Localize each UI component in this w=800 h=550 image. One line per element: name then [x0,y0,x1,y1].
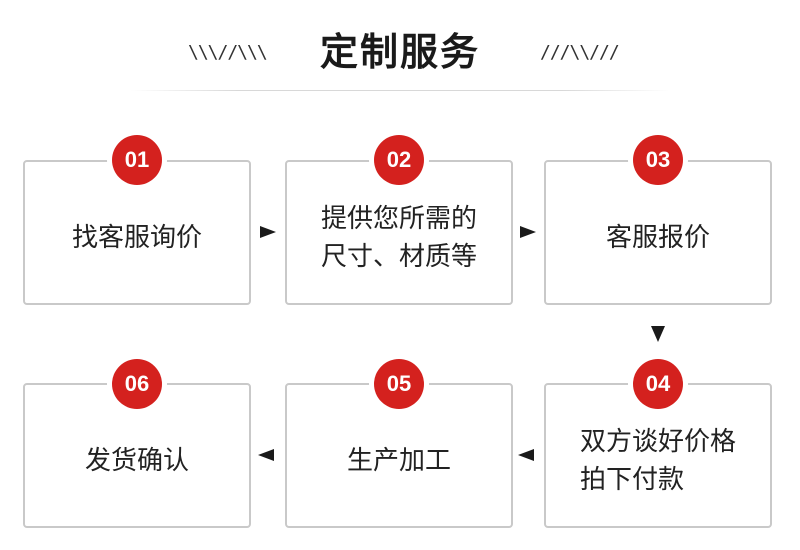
step-3-number-badge: 03 [633,135,683,185]
step-box-5: 生产加工 [285,383,513,528]
step-1-number-badge: 01 [112,135,162,185]
step-box-6: 发货确认 [23,383,251,528]
arrow-right-icon [520,226,536,238]
arrow-down-icon [651,326,665,342]
step-4-text: 双方谈好价格 拍下付款 [580,413,736,499]
step-box-4: 双方谈好价格 拍下付款 [544,383,772,528]
step-2-line1: 提供您所需的 [320,203,477,234]
arrow-left-icon [258,449,274,461]
arrow-left-icon [518,449,534,461]
step-5-text: 生产加工 [347,432,451,480]
title-divider [130,90,670,91]
arrow-right-icon [260,226,276,238]
step-5-line1: 生产加工 [346,445,451,476]
step-4-line1: 双方谈好价格 [579,426,736,457]
step-2-line2: 尺寸、材质等 [320,241,477,272]
header: \\\//\\\ 定制服务 ///\\/// [0,0,800,100]
page-title: 定制服务 [319,30,480,74]
step-3-text: 客服报价 [606,209,710,257]
title-decoration-left: \\\//\\\ [188,42,268,63]
step-box-1: 找客服询价 [23,160,251,305]
step-2-text: 提供您所需的 尺寸、材质等 [321,190,477,276]
step-6-line1: 发货确认 [84,445,189,476]
title-decoration-right: ///\\/// [540,42,620,63]
step-4-number-badge: 04 [633,359,683,409]
step-1-text: 找客服询价 [72,209,202,257]
step-2-number-badge: 02 [374,135,424,185]
step-6-text: 发货确认 [85,432,189,480]
step-3-line1: 客服报价 [605,222,710,253]
step-6-number-badge: 06 [112,359,162,409]
step-5-number-badge: 05 [374,359,424,409]
step-1-line1: 找客服询价 [71,222,202,253]
step-4-line2: 拍下付款 [579,464,684,495]
